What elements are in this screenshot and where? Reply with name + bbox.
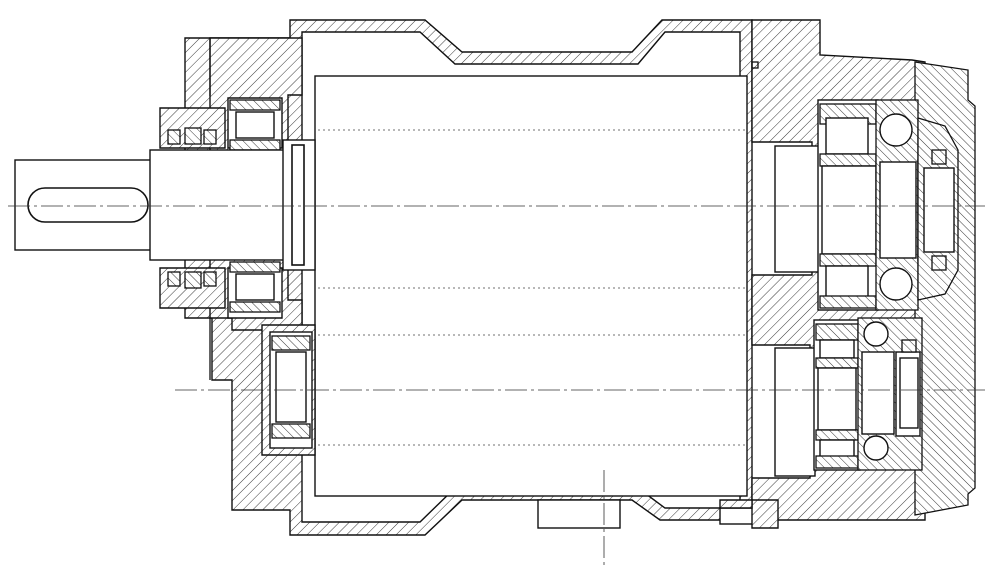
rotor-cylinder [314, 75, 748, 497]
centerlines [8, 205, 985, 568]
drive-shaft [14, 139, 316, 271]
rear-roller-bearing-lower [813, 319, 861, 471]
rear-ball-bearing-lower [857, 317, 923, 471]
rear-roller-bearing-upper [817, 99, 879, 311]
small-marks [209, 38, 759, 380]
rear-ball-bearing-upper [875, 99, 959, 311]
keyway [27, 187, 149, 223]
shaft-seal [167, 127, 217, 289]
bottom-features [537, 499, 779, 529]
